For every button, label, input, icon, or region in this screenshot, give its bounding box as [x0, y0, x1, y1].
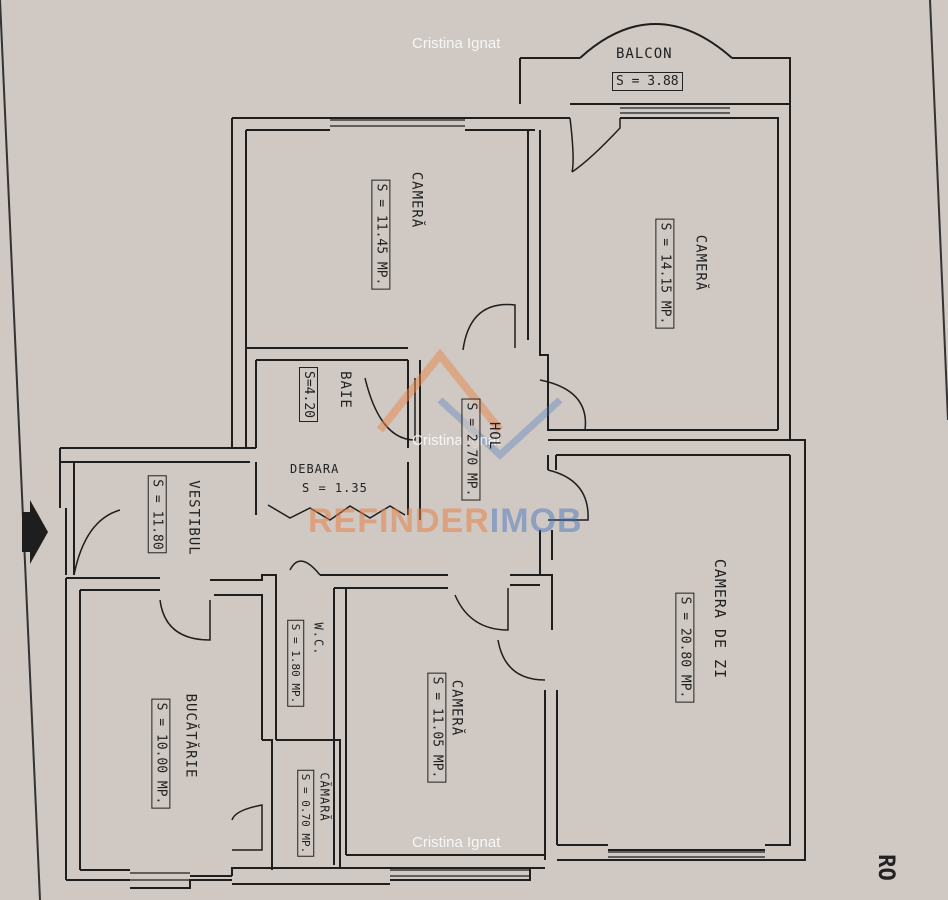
room-area-camera-top-left: S = 11.45 MP.: [371, 179, 391, 290]
room-area-camera-top-right: S = 14.15 MP.: [655, 218, 675, 329]
logo-text-part2: IMOB: [489, 502, 583, 540]
room-name-camera-center: CAMERĂ: [448, 679, 465, 737]
logo-text-part1: REFINDER: [308, 502, 490, 540]
room-area-balcon: S = 3.88: [612, 72, 683, 91]
edge-text: RO: [872, 854, 898, 881]
debara-folding-door: [267, 504, 406, 521]
room-area-wc: S = 1.80 MP.: [287, 619, 305, 708]
room-area-camara: S = 0.70 MP.: [297, 769, 315, 858]
room-area-bucatarie: S = 10.00 MP.: [151, 698, 171, 809]
entrance-arrow-icon: [22, 500, 48, 564]
room-area-baie: S=4.20: [298, 367, 318, 422]
paper-border-left: [0, 0, 41, 900]
watermark-logo: REFINDERIMOB: [308, 502, 583, 541]
room-name-hol: HOL: [486, 421, 503, 451]
room-name-bucatarie: BUCĂTĂRIE: [182, 693, 199, 779]
room-name-camera-top-right: CAMERĂ: [692, 234, 709, 292]
room-area-debara: S = 1.35: [302, 481, 368, 495]
windows: [130, 107, 765, 881]
room-name-camera-de-zi: CAMERA DE ZI: [711, 558, 730, 680]
room-name-debara: DEBARA: [290, 462, 340, 476]
room-name-baie: BAIE: [336, 371, 353, 409]
walls: [59, 23, 806, 889]
room-area-vestibul: S = 11.80: [147, 475, 167, 554]
room-name-wc: W.C.: [311, 622, 326, 656]
room-area-camera-de-zi: S = 20.80 MP.: [675, 592, 695, 703]
room-name-camara: CĂMARĂ: [317, 772, 332, 822]
room-name-vestibul: VESTIBUL: [185, 480, 202, 556]
watermark-author-bottom: Cristina Ignat: [412, 834, 501, 851]
door-swings: [73, 117, 621, 851]
watermark-author-top: Cristina Ignat: [412, 35, 501, 52]
room-name-balcon: BALCON: [616, 46, 673, 62]
room-name-camera-top-left: CAMERĂ: [408, 171, 425, 229]
room-area-camera-center: S = 11.05 MP.: [427, 672, 447, 783]
room-area-hol: S = 2.70 MP.: [461, 398, 481, 501]
paper-border-right: [929, 0, 948, 421]
